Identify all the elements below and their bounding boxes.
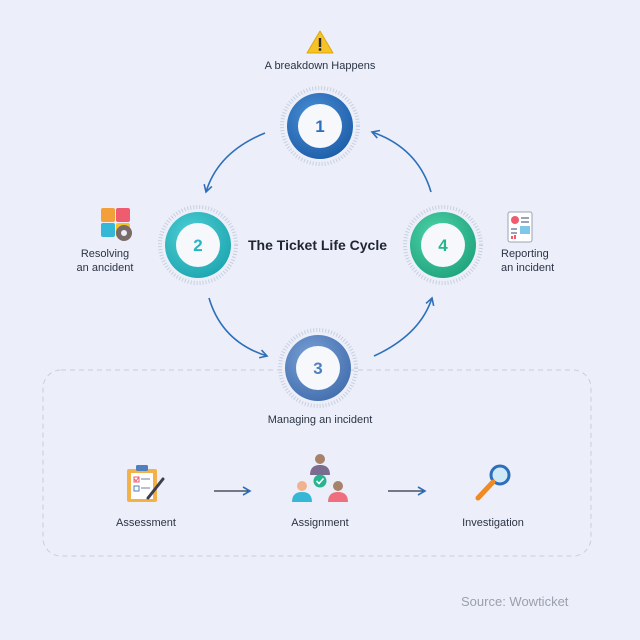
stage-label-2: Resolving an ancident	[76, 248, 134, 274]
stage-number-4: 4	[438, 236, 448, 255]
diagram-title: The Ticket Life Cycle	[248, 237, 388, 253]
puzzle-gear-icon	[101, 208, 132, 241]
source-credit: Source: Wowticket	[461, 594, 569, 609]
warning-icon	[306, 30, 334, 54]
substep-label-assessment: Assessment	[116, 517, 176, 529]
magnifier-icon	[475, 464, 511, 501]
arrow-4-to-1	[370, 129, 432, 193]
arrow-2-to-3	[208, 297, 269, 359]
team-assignment-icon	[292, 454, 348, 502]
substep-label-assignment: Assignment	[291, 517, 349, 529]
stage-node-2: 2	[158, 205, 238, 285]
stage-node-3: 3	[278, 328, 358, 408]
stage-label-1: A breakdown Happens	[264, 60, 376, 72]
stage-label-3: Managing an incident	[267, 414, 373, 426]
stage-node-4: 4	[403, 205, 483, 285]
stage-label-4: Reporting an incident	[501, 248, 555, 274]
report-document-icon	[507, 211, 533, 243]
arrow-1-to-2	[203, 132, 266, 194]
clipboard-checklist-icon	[127, 465, 165, 502]
stage-number-1: 1	[315, 117, 324, 136]
stage-node-1: 1	[280, 86, 360, 166]
stage-number-2: 2	[193, 236, 202, 255]
substep-label-investigation: Investigation	[462, 517, 524, 529]
arrow-3-to-4	[373, 296, 435, 357]
stage-number-3: 3	[313, 359, 322, 378]
